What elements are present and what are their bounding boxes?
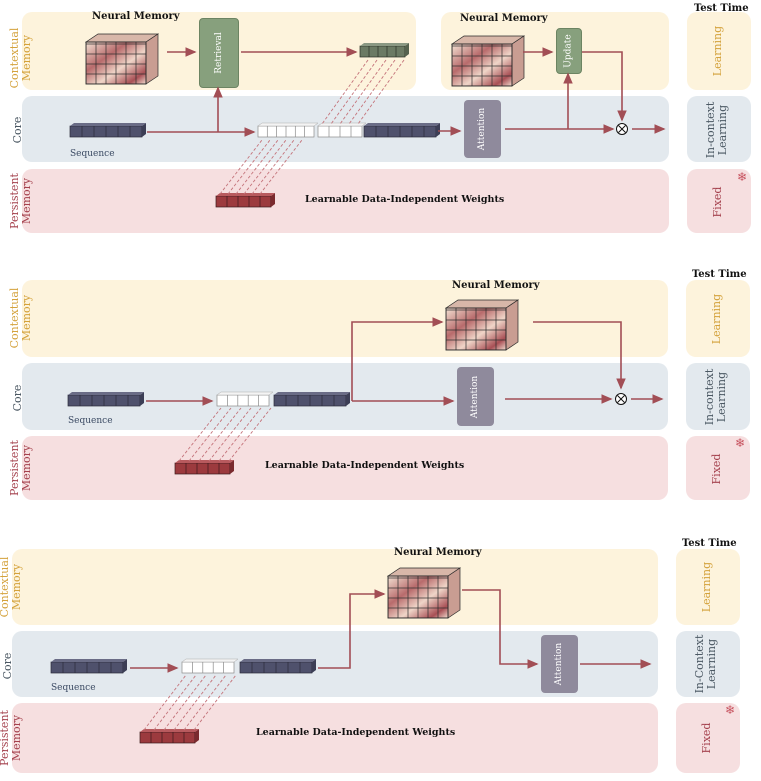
side-box-learning-3 bbox=[676, 549, 740, 625]
contextual-memory-band-2 bbox=[22, 280, 668, 357]
test-time-header-3: Test Time bbox=[682, 538, 737, 549]
neural-memory-label: Neural Memory bbox=[92, 11, 180, 22]
neural-memory-label-right: Neural Memory bbox=[460, 13, 548, 24]
persistent-weights-block-3 bbox=[139, 728, 200, 744]
sequence-block-3 bbox=[50, 658, 128, 674]
snowflake-icon-2: ❄ bbox=[735, 436, 746, 450]
persistent-memory-band-3 bbox=[12, 703, 658, 773]
test-time-header: Test Time bbox=[694, 3, 749, 14]
snowflake-icon: ❄ bbox=[737, 170, 748, 184]
persistent-memory-band bbox=[22, 169, 669, 233]
side-box-learning bbox=[687, 12, 751, 90]
sequence-label: Sequence bbox=[70, 149, 115, 159]
dashed-links bbox=[219, 59, 405, 195]
sequence-block-copy-3 bbox=[239, 658, 317, 674]
test-time-header-2: Test Time bbox=[692, 269, 747, 280]
attention-box-2: Attention bbox=[457, 367, 494, 426]
side-box-fixed bbox=[687, 169, 751, 233]
persistent-slots-block-3 bbox=[181, 658, 239, 674]
snowflake-icon-3: ❄ bbox=[725, 703, 736, 717]
side-box-in-context bbox=[687, 96, 751, 162]
persistent-memory-band-2 bbox=[22, 436, 668, 500]
update-box: Update bbox=[556, 28, 582, 74]
neural-memory-label-3: Neural Memory bbox=[394, 547, 482, 558]
neural-memory-cube-3 bbox=[387, 567, 461, 619]
arrows bbox=[147, 47, 666, 137]
retrieval-box: Retrieval bbox=[199, 18, 239, 88]
side-box-fixed-2 bbox=[686, 436, 750, 500]
attention-box-3: Attention bbox=[541, 635, 578, 693]
persistent-weights-label: Learnable Data-Independent Weights bbox=[305, 194, 505, 205]
arrows-3 bbox=[130, 589, 652, 673]
contextual-memory-band-3 bbox=[12, 549, 658, 625]
side-box-learning-2 bbox=[686, 280, 750, 357]
sequence-label-3: Sequence bbox=[51, 683, 96, 693]
sequence-label-2: Sequence bbox=[68, 416, 113, 426]
persistent-weights-label-2: Learnable Data-Independent Weights bbox=[265, 460, 465, 471]
multiply-icon-2 bbox=[615, 393, 627, 405]
dashed-links-2 bbox=[178, 407, 272, 462]
multiply-icon bbox=[616, 123, 628, 135]
side-box-in-context-2 bbox=[686, 363, 750, 430]
arrows-2 bbox=[146, 317, 664, 406]
persistent-weights-label-3: Learnable Data-Independent Weights bbox=[256, 727, 456, 738]
neural-memory-label-2: Neural Memory bbox=[452, 280, 540, 291]
attention-box: Attention bbox=[464, 100, 501, 158]
side-box-fixed-3 bbox=[676, 703, 740, 773]
dashed-links-3 bbox=[143, 674, 237, 731]
side-box-in-context-3 bbox=[676, 631, 740, 697]
